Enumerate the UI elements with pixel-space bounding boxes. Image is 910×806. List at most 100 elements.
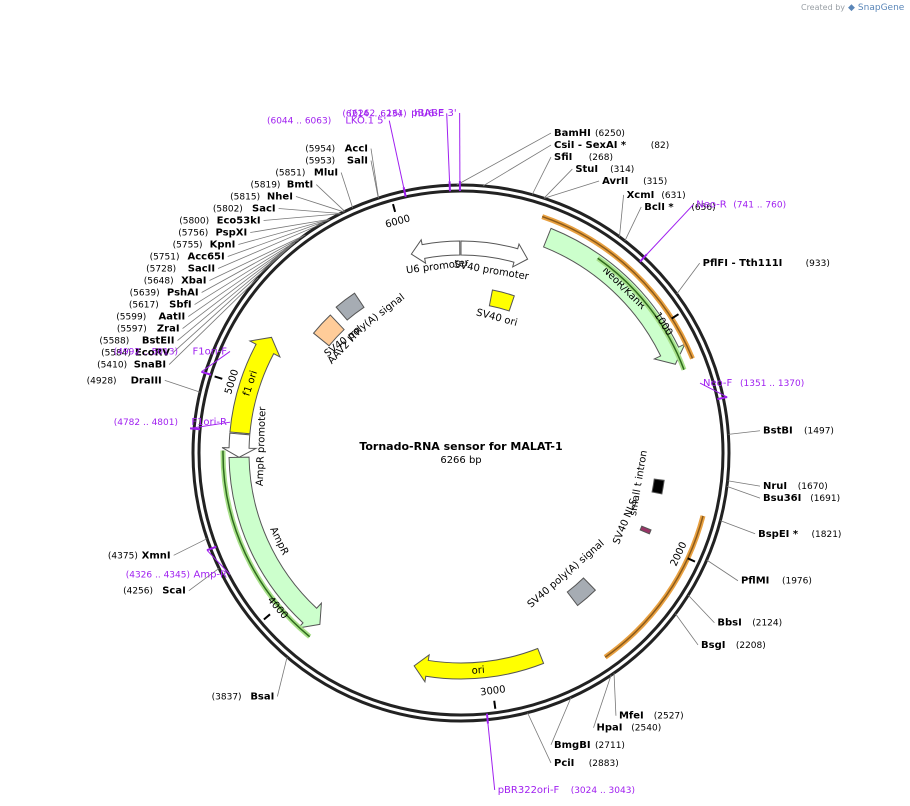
enzyme-csii-sexai[interactable]: CsiI - SexAI *(82) <box>482 140 669 187</box>
enzyme-leader <box>168 277 259 365</box>
enzyme-name: KpnI <box>210 240 236 251</box>
enzyme-mlui[interactable]: MluI(5851) <box>275 168 354 208</box>
enzyme-leader <box>209 234 306 281</box>
enzyme-acc65i[interactable]: Acc65I(5751) <box>150 219 329 263</box>
primer-pbabe-3[interactable]: pBABE 3'(6262 .. 16) <box>349 108 461 192</box>
enzyme-saci[interactable]: SacI(5802) <box>213 204 341 215</box>
enzyme-kpni[interactable]: KpnI(5755) <box>173 219 330 251</box>
enzyme-leader <box>527 712 552 764</box>
enzyme-bamhi[interactable]: BamHI(6250) <box>456 128 625 186</box>
enzyme-name: BamHI <box>554 128 591 139</box>
enzyme-avrii[interactable]: AvrII(315) <box>544 176 667 199</box>
enzyme-bspei[interactable]: BspEI *(1821) <box>720 520 841 540</box>
enzyme-name: MfeI <box>619 711 644 722</box>
enzyme-leader <box>676 262 701 295</box>
enzyme-xbai[interactable]: XbaI(5648) <box>144 234 306 287</box>
enzyme-leader <box>201 235 304 293</box>
enzyme-xmni[interactable]: XmnI(4375) <box>108 538 208 562</box>
primer-f1ori-r[interactable]: F1ori-R(4782 .. 4801) <box>114 417 231 431</box>
enzyme-nhei[interactable]: NheI(5815) <box>230 192 345 213</box>
orange-arc-neo-core <box>541 215 694 359</box>
enzyme-pspxi[interactable]: PspXI(5756) <box>178 218 330 239</box>
enzyme-position: (5953) <box>305 157 335 167</box>
primer-amp-r[interactable]: Amp-R(4326 .. 4345) <box>126 545 231 581</box>
enzyme-leader <box>613 673 617 716</box>
enzyme-bmgbi[interactable]: BmgBI(2711) <box>550 697 625 751</box>
enzyme-zrai[interactable]: ZraI(5597) <box>117 242 295 335</box>
feature-shape-f1-ori <box>229 336 281 435</box>
enzyme-bmti[interactable]: BmtI (5819) <box>251 180 346 212</box>
tick-2000 <box>687 557 696 563</box>
primer-pbr322ori-f[interactable]: pBR322ori-F(3024 .. 3043) <box>485 713 635 796</box>
primer-name: pBR322ori-F <box>498 785 560 796</box>
map-size: 6266 bp <box>440 455 481 466</box>
enzyme-leader <box>217 222 324 269</box>
enzyme-name: PflMI <box>741 576 769 587</box>
enzyme-acci[interactable]: AccI(5954) <box>305 144 379 199</box>
primer-hu6-f[interactable]: hU6-F(6214 .. 6234) <box>342 108 451 192</box>
enzyme-bstbi[interactable]: BstBI(1497) <box>728 426 834 437</box>
enzyme-position: (1497) <box>804 427 834 437</box>
enzyme-bsteii[interactable]: BstEII(5588) <box>99 244 293 347</box>
enzyme-position: (2883) <box>589 759 619 769</box>
enzyme-eco53ki[interactable]: Eco53kI(5800) <box>179 213 341 227</box>
enzyme-stui[interactable]: StuI(314) <box>543 164 634 199</box>
enzyme-mfei[interactable]: MfeI(2527) <box>613 673 684 722</box>
credit-prefix: Created by <box>801 3 845 12</box>
primer-marker <box>402 186 407 198</box>
feature-sv40-promoter: SV40 promoter <box>453 240 530 283</box>
primer-neo-f[interactable]: Neo-F(1351 .. 1370) <box>699 378 804 401</box>
enzyme-position: (4256) <box>123 587 153 597</box>
enzyme-bsgi[interactable]: BsgI(2208) <box>675 613 766 651</box>
primer-f1ori-f[interactable]: F1ori-F(4992 .. 5013) <box>114 346 231 376</box>
enzyme-nrui[interactable]: NruI(1670) <box>727 480 828 492</box>
enzyme-position: (5639) <box>130 289 160 299</box>
primer-lko-1-5[interactable]: LKO.1 5'(6044 .. 6063) <box>267 116 407 198</box>
enzyme-position: (268) <box>589 153 613 163</box>
enzyme-sfii[interactable]: SfiI(268) <box>531 152 613 195</box>
enzyme-leader <box>172 244 292 353</box>
enzyme-aatii[interactable]: AatII(5599) <box>116 242 296 323</box>
enzyme-pflfi-tth111i[interactable]: PflFI - Tth111I(933) <box>676 258 830 295</box>
enzyme-bsu36i[interactable]: Bsu36I(1691) <box>726 485 840 504</box>
enzyme-ecorv[interactable]: EcoRV(5584) <box>101 244 292 359</box>
credit-brand: ◆SnapGene <box>848 3 905 13</box>
snapgene-logo-icon: ◆ <box>848 3 855 13</box>
enzyme-position: (5819) <box>251 181 281 191</box>
enzyme-snabi[interactable]: SnaBI(5410) <box>97 277 259 371</box>
enzyme-bsai[interactable]: BsaI(3837) <box>212 656 288 703</box>
enzyme-name: MluI <box>314 168 338 179</box>
enzyme-position: (2540) <box>631 724 661 734</box>
enzyme-leader <box>227 219 329 257</box>
feature-shape-small-t-intron <box>651 478 665 495</box>
enzyme-leader <box>194 239 299 305</box>
enzyme-name: NruI <box>763 481 787 492</box>
enzyme-name: BmtI <box>287 180 314 191</box>
enzyme-name: BsaI <box>250 692 274 703</box>
primer-neo-r[interactable]: Neo-R(741 .. 760) <box>639 200 786 263</box>
enzyme-draiii[interactable]: DraIII(4928) <box>87 375 201 393</box>
enzyme-pshai[interactable]: PshAI(5639) <box>130 235 304 299</box>
enzyme-position: (5588) <box>99 337 129 347</box>
feature-shape-sv40-poly-a-signal <box>335 292 365 321</box>
enzyme-sacii[interactable]: SacII(5728) <box>146 222 324 275</box>
feature-shape-sv40-nls <box>639 525 652 535</box>
enzyme-hpai[interactable]: HpaI(2540) <box>593 674 662 734</box>
enzyme-position: (5802) <box>213 205 243 215</box>
enzyme-position: (5597) <box>117 325 147 335</box>
enzyme-bcli[interactable]: BclI *(656) <box>624 202 716 242</box>
enzyme-bbsi[interactable]: BbsI(2124) <box>687 594 782 629</box>
enzyme-leader <box>624 206 642 242</box>
enzyme-xcmi[interactable]: XcmI(631) <box>619 190 686 237</box>
enzyme-sali[interactable]: SalI(5953) <box>305 156 379 199</box>
enzyme-position: (5599) <box>116 313 146 323</box>
enzyme-scai[interactable]: ScaI(4256) <box>123 567 220 597</box>
enzyme-leader <box>482 144 552 187</box>
enzyme-pcii[interactable]: PciI(2883) <box>527 712 619 769</box>
enzyme-name: EcoRV <box>135 348 170 359</box>
primer-leader <box>190 421 231 429</box>
enzyme-pflmi[interactable]: PflMI(1976) <box>706 559 812 587</box>
feature-shape-ori <box>413 647 545 684</box>
enzyme-sbfi[interactable]: SbfI(5617) <box>129 239 299 311</box>
enzyme-position: (4928) <box>87 376 117 386</box>
